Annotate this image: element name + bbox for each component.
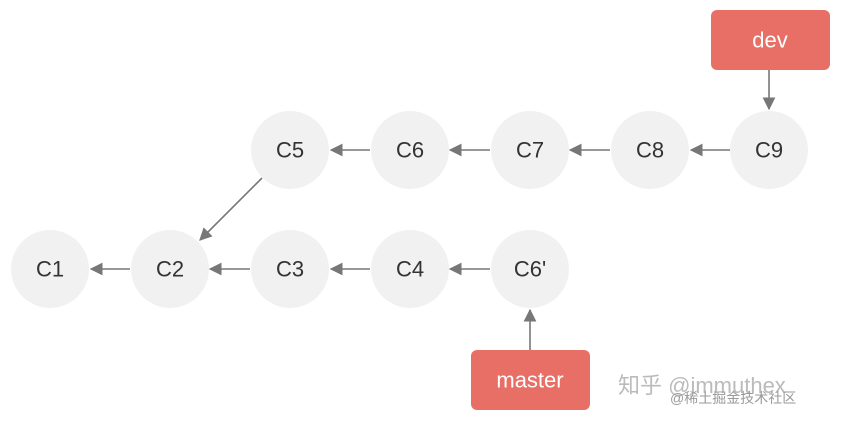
commit-label: C8 — [636, 138, 664, 163]
commit-label: C5 — [276, 138, 304, 163]
branch-dev: dev — [711, 10, 830, 70]
commit-c6: C6 — [371, 111, 449, 189]
branch-label: master — [496, 368, 563, 393]
commit-c9: C9 — [730, 111, 808, 189]
commit-label: C4 — [396, 257, 424, 282]
commit-label: C3 — [276, 257, 304, 282]
commit-label: C6' — [514, 257, 546, 282]
commit-c7: C7 — [491, 111, 569, 189]
commit-c8: C8 — [611, 111, 689, 189]
commit-label: C1 — [36, 257, 64, 282]
edges — [89, 70, 776, 350]
watermark-juejin: @稀土掘金技术社区 — [670, 390, 797, 406]
commit-c2: C2 — [131, 230, 209, 308]
commit-label: C2 — [156, 257, 184, 282]
commit-label: C9 — [755, 138, 783, 163]
watermark-zhihu: 知乎 @immuthex — [618, 373, 786, 398]
commit-label: C6 — [396, 138, 424, 163]
commit-c6-prime: C6' — [491, 230, 569, 308]
branch-label: dev — [752, 28, 787, 53]
edge-c5-c2 — [199, 177, 263, 241]
commit-c1: C1 — [11, 230, 89, 308]
branch-master: master — [471, 350, 590, 410]
commit-c3: C3 — [251, 230, 329, 308]
commit-c4: C4 — [371, 230, 449, 308]
commit-label: C7 — [516, 138, 544, 163]
commit-c5: C5 — [251, 111, 329, 189]
